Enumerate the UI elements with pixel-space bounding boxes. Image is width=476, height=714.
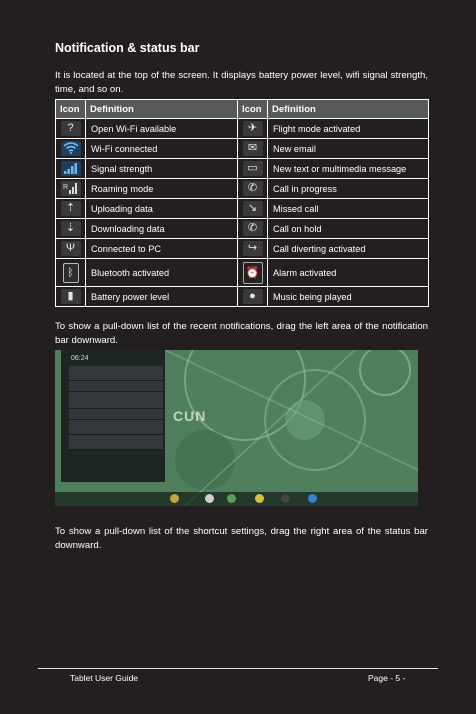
app-icon[interactable] xyxy=(255,494,264,503)
definition-cell: Signal strength xyxy=(85,158,238,179)
table-row: ᛒ Bluetooth activated ⏰ Alarm activated xyxy=(55,258,429,287)
app-icon[interactable] xyxy=(205,494,214,503)
table-row: Ψ Connected to PC ↪ Call diverting activ… xyxy=(55,238,429,259)
notification-item[interactable] xyxy=(69,366,163,381)
definition-cell: Battery power level xyxy=(85,286,238,307)
definition-cell: Alarm activated xyxy=(267,258,429,287)
status-time: 06:24 xyxy=(71,355,89,362)
page-title: Notification & status bar xyxy=(55,41,200,55)
missed-call-icon: ↘ xyxy=(242,201,263,216)
header-definition-right: Definition xyxy=(267,99,429,119)
table-row: ? Open Wi-Fi available ✈ Flight mode act… xyxy=(55,118,429,139)
definition-cell: New text or multimedia message xyxy=(267,158,429,179)
call-divert-icon: ↪ xyxy=(242,241,263,256)
table-row: Wi-Fi connected ✉ New email xyxy=(55,138,429,159)
definition-cell: New email xyxy=(267,138,429,159)
table-row: ⇣ Downloading data ✆ Call on hold xyxy=(55,218,429,239)
footer-divider xyxy=(38,668,438,669)
notification-item[interactable] xyxy=(69,435,163,450)
app-icon[interactable] xyxy=(308,494,317,503)
roaming-signal-icon: R xyxy=(60,181,81,196)
music-icon: ● xyxy=(242,289,263,304)
footer-guide-title: Tablet User Guide xyxy=(70,673,139,683)
tablet-screenshot: CUN 06:24 xyxy=(55,350,418,506)
definition-cell: Call on hold xyxy=(267,218,429,239)
battery-icon: ▮ xyxy=(60,289,81,304)
definition-cell: Downloading data xyxy=(85,218,238,239)
definition-cell: Call in progress xyxy=(267,178,429,199)
message-icon: ▭ xyxy=(242,161,263,176)
header-icon-left: Icon xyxy=(55,99,86,119)
intro-paragraph: It is located at the top of the screen. … xyxy=(55,70,428,95)
definition-cell: Missed call xyxy=(267,198,429,219)
app-icon[interactable] xyxy=(281,494,290,503)
definition-cell: Open Wi-Fi available xyxy=(85,118,238,139)
call-hold-icon: ✆ xyxy=(242,221,263,236)
envelope-icon: ✉ xyxy=(242,141,263,156)
app-dock xyxy=(55,492,418,506)
table-row: R Roaming mode ✆ Call in progress xyxy=(55,178,429,199)
notification-item[interactable] xyxy=(69,409,163,420)
shortcut-settings-paragraph: To show a pull-down list of the shortcut… xyxy=(55,526,428,551)
definition-cell: Call diverting activated xyxy=(267,238,429,259)
header-definition-left: Definition xyxy=(85,99,238,119)
definition-cell: Flight mode activated xyxy=(267,118,429,139)
question-wifi-icon: ? xyxy=(60,121,81,136)
wallpaper-pattern xyxy=(164,350,418,506)
table-row: Signal strength ▭ New text or multimedia… xyxy=(55,158,429,179)
phone-icon: ✆ xyxy=(242,181,263,196)
table-row: ▮ Battery power level ● Music being play… xyxy=(55,286,429,307)
notification-item[interactable] xyxy=(69,381,163,392)
wallpaper-watermark: CUN xyxy=(173,408,207,424)
table-row: ⇡ Uploading data ↘ Missed call xyxy=(55,198,429,219)
definition-cell: Music being played xyxy=(267,286,429,307)
download-icon: ⇣ xyxy=(60,221,81,236)
upload-icon: ⇡ xyxy=(60,201,81,216)
bluetooth-icon: ᛒ xyxy=(62,262,79,283)
definition-cell: Roaming mode xyxy=(85,178,238,199)
notification-item[interactable] xyxy=(69,392,163,409)
definition-cell: Bluetooth activated xyxy=(85,258,238,287)
table-header-row: Icon Definition Icon Definition xyxy=(55,99,429,119)
status-icon-table: Icon Definition Icon Definition ? Open W… xyxy=(55,99,429,307)
alarm-clock-icon: ⏰ xyxy=(242,261,263,284)
wifi-icon xyxy=(60,141,81,156)
svg-text:R: R xyxy=(63,184,68,191)
header-icon-right: Icon xyxy=(237,99,268,119)
notification-item[interactable] xyxy=(69,420,163,435)
signal-bars-icon xyxy=(60,161,81,176)
app-icon[interactable] xyxy=(227,494,236,503)
definition-cell: Uploading data xyxy=(85,198,238,219)
footer-page-number: Page - 5 - xyxy=(368,673,406,683)
usb-icon: Ψ xyxy=(60,241,81,256)
definition-cell: Wi-Fi connected xyxy=(85,138,238,159)
airplane-icon: ✈ xyxy=(242,121,263,136)
notification-panel[interactable]: 06:24 xyxy=(61,350,165,482)
app-icon[interactable] xyxy=(170,494,179,503)
definition-cell: Connected to PC xyxy=(85,238,238,259)
notifications-paragraph: To show a pull-down list of the recent n… xyxy=(55,321,428,346)
